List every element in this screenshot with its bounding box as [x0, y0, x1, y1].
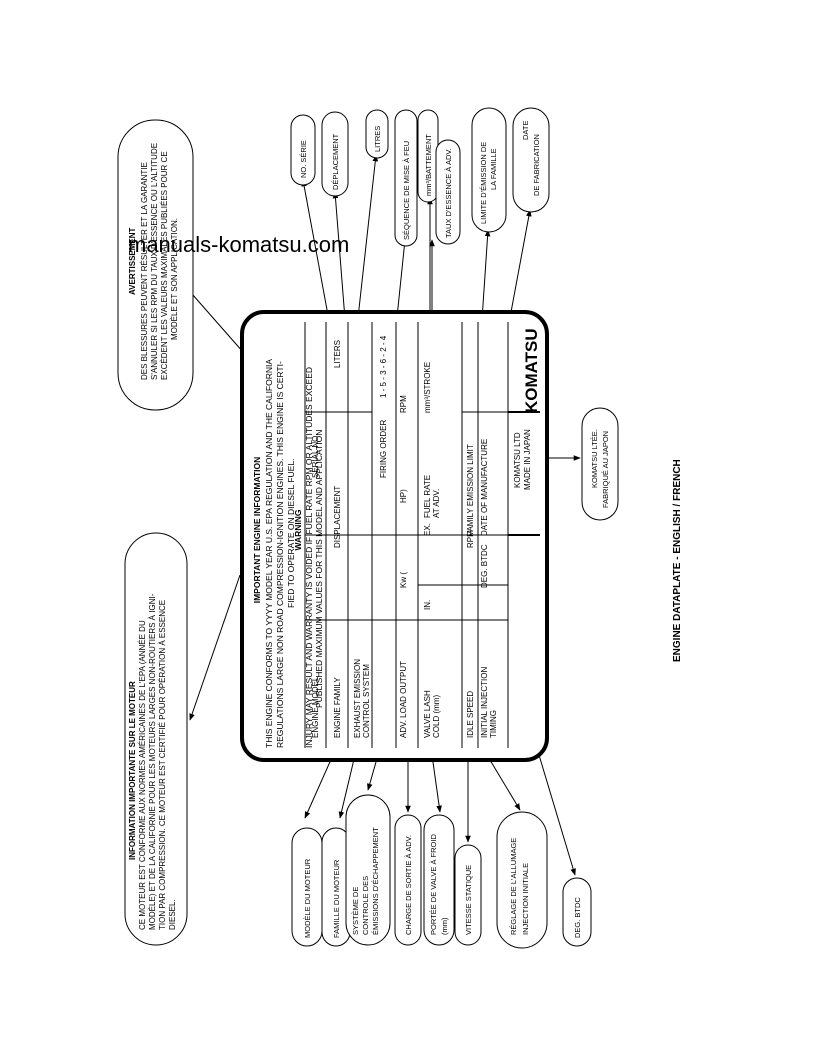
french-info-line-3: TION PAR COMPRESSION. CE MOTEUR EST CERT…	[158, 600, 167, 930]
french-info-title: INFORMATION IMPORTANTE SUR LE MOTEUR	[128, 681, 137, 860]
label-deg-btdc: DEG. BTDC	[573, 897, 582, 938]
label-litres: LITRES	[373, 126, 382, 152]
label-ex: EX.	[423, 523, 432, 536]
komatsu-ltee-callout: KOMATSU LTÉE. FABRIQUÉ AU JAPON	[581, 407, 619, 521]
label-reglage-1: RÉGLAGE DE L'ALLUMAGE	[509, 838, 518, 935]
value-firing-order: 1 - 5 - 3 - 6 - 2 - 4	[379, 335, 388, 398]
label-rpm-2: RPM	[466, 530, 475, 548]
komatsu-ltee-line-1: KOMATSU LTÉE.	[590, 429, 599, 488]
top-label-capsules: NO. SÉRIE DÉPLACEMENT LITRES SÉQUENCE DE…	[290, 107, 550, 247]
label-portee-2: (mm)	[440, 917, 449, 935]
label-date-1: DATE	[521, 121, 530, 140]
label-no-serie: NO. SÉRIE	[299, 140, 308, 178]
french-info-line-4: DIESEL.	[168, 899, 177, 930]
french-warning-line-3: EXCÈDENT LES VALEURS MAXIMALES PUBLIÉES …	[160, 151, 169, 380]
plate-warning-line-2: PUBLISHED MAXIMUM VALUES FOR THIS MODEL …	[314, 430, 324, 708]
label-fuel-rate-2: AT ADV.	[432, 489, 441, 518]
label-firing-order: FIRING ORDER	[379, 420, 388, 478]
label-serial-no: SERIAL NO.	[311, 433, 320, 478]
french-info-line-1: CE MOTEUR EST CONFORME AUX NORMES AMÉRIC…	[138, 620, 147, 930]
french-warning-line-2: S'ANNULER SI LES RPM DU TAUX D'ESSENCE O…	[150, 143, 159, 380]
label-engine-model: ENGINE MODEL	[311, 676, 320, 738]
label-reglage-2: INJECTION INITIALE	[521, 863, 530, 935]
label-displacement: DISPLACEMENT	[333, 486, 342, 548]
label-battement: mm³/BATTEMENT	[424, 134, 433, 196]
label-liters: LITERS	[333, 340, 342, 368]
label-vitesse: VITESSE STATIQUE	[464, 865, 473, 935]
label-idle-speed: IDLE SPEED	[466, 691, 475, 738]
label-date-2: DE FABRICATION	[532, 134, 541, 196]
plate-title: IMPORTANT ENGINE INFORMATION	[252, 457, 262, 604]
label-systeme-2: CONTROLE DES	[361, 876, 370, 935]
plate-warning-title: WARNING	[293, 509, 303, 550]
label-taux: TAUX D'ESSENCE À ADV.	[444, 148, 453, 238]
label-in: IN.	[423, 600, 432, 610]
french-warning-title: AVERTISSEMENT	[128, 227, 137, 295]
label-famille: FAMILLE DU MOTEUR	[332, 859, 341, 938]
watermark-text: manuals-komatsu.com	[128, 232, 350, 257]
french-warning-line-1: DES BLESSURES PEUVENT RÉSULTER ET LA GAR…	[140, 162, 149, 380]
label-portee-1: PORTÉE DE VALVE À FROID	[429, 834, 438, 935]
label-fuel-rate-1: FUEL RATE	[423, 475, 432, 518]
label-load-output: ADV. LOAD OUTPUT	[399, 661, 408, 738]
label-kw: Kw (	[399, 572, 408, 588]
french-warning-line-4: MODÈLE ET SON APPLICATION.	[170, 218, 179, 340]
label-deplacement: DÉPLACEMENT	[331, 133, 340, 190]
plate-intro-line-2: REGULATIONS LARGE NON ROAD COMPRESSION-I…	[275, 361, 285, 748]
maker-line-2: MADE IN JAPAN	[523, 429, 532, 490]
label-stroke: mm³/STROKE	[423, 362, 432, 413]
label-timing-2: TIMING	[489, 710, 498, 738]
label-family-limit: FAMILY EMISSION LIMIT	[466, 444, 475, 536]
bottom-label-capsules: MODÈLE DU MOTEUR FAMILLE DU MOTEUR SYSTÈ…	[291, 794, 592, 949]
label-charge: CHARGE DE SORTIE À ADV.	[404, 835, 413, 935]
label-engine-family: ENGINE FAMILY	[333, 677, 342, 738]
label-modele: MODÈLE DU MOTEUR	[303, 858, 312, 938]
label-limite-2: LA FAMILLE	[489, 148, 498, 190]
label-hp: HP)	[399, 489, 408, 503]
label-systeme-1: SYSTÈME DE	[351, 887, 360, 935]
label-limite-1: LIMITE D'ÉMISSION DE	[479, 142, 488, 224]
french-info-line-2: MODÈLE) ET DE LA CALIFORNIE POUR LES MOT…	[148, 593, 157, 930]
maker-line-1: KOMATSU LTD	[513, 432, 522, 488]
label-exhaust-2: CONTROL SYSTEM	[362, 664, 371, 738]
label-systeme-3: ÉMISSIONS D'ÉCHAPPEMENT	[371, 827, 380, 935]
label-valve-lash-1: VALVE LASH	[423, 690, 432, 738]
label-rpm-1: RPM	[399, 395, 408, 413]
label-exhaust-1: EXHAUST EMISSION	[353, 659, 362, 738]
plate-intro-line-1: THIS ENGINE CONFORMS TO YYYY MODEL YEAR …	[264, 359, 274, 748]
label-valve-lash-2: COLD (mm)	[432, 695, 441, 738]
page-caption: ENGINE DATAPLATE - ENGLISH / FRENCH	[672, 459, 683, 662]
plate-intro-line-3: FIED TO OPERATE ON DIESEL FUEL.	[286, 459, 296, 608]
label-sequence: SÉQUENCE DE MISE À FEU	[402, 141, 411, 240]
komatsu-logo: KOMATSU	[522, 328, 541, 413]
label-btdc: DEG. BTDC	[480, 544, 489, 588]
dataplate-grid	[304, 322, 540, 748]
plate-warning-line-1: INJURY MAY RESULT AND WARRANTY IS VOIDED…	[304, 367, 314, 748]
french-warning-callout: AVERTISSEMENT DES BLESSURES PEUVENT RÉSU…	[117, 119, 194, 411]
komatsu-ltee-line-2: FABRIQUÉ AU JAPON	[601, 431, 610, 508]
label-timing-1: INITIAL INJECTION	[480, 667, 489, 738]
engine-dataplate: IMPORTANT ENGINE INFORMATION THIS ENGINE…	[240, 310, 549, 762]
french-info-callout: INFORMATION IMPORTANTE SUR LE MOTEUR CE …	[124, 532, 188, 946]
label-manufacture: DATE OF MANUFACTURE	[480, 439, 489, 536]
